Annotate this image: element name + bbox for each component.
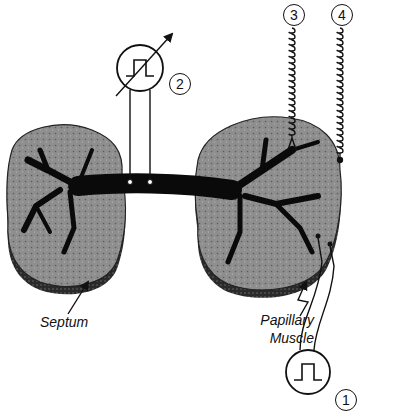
papillary-muscle-tissue bbox=[195, 117, 341, 298]
circled-number: 4 bbox=[331, 4, 353, 26]
callout-number: 4 bbox=[338, 8, 346, 22]
circled-number: 3 bbox=[283, 4, 305, 26]
coil-electrodes bbox=[288, 28, 343, 163]
label-pointers bbox=[68, 282, 308, 316]
part-label: Papillary Muscle bbox=[236, 312, 314, 347]
conducting-fibre bbox=[24, 140, 318, 262]
stimulator-2 bbox=[116, 34, 172, 185]
circled-number: 1 bbox=[335, 389, 357, 411]
callout-number: 3 bbox=[290, 8, 298, 22]
callout-number: 2 bbox=[176, 77, 184, 91]
callout-number: 1 bbox=[342, 393, 350, 407]
part-label: Septum bbox=[40, 314, 88, 332]
septum-tissue bbox=[7, 125, 126, 294]
circled-number: 2 bbox=[169, 73, 191, 95]
